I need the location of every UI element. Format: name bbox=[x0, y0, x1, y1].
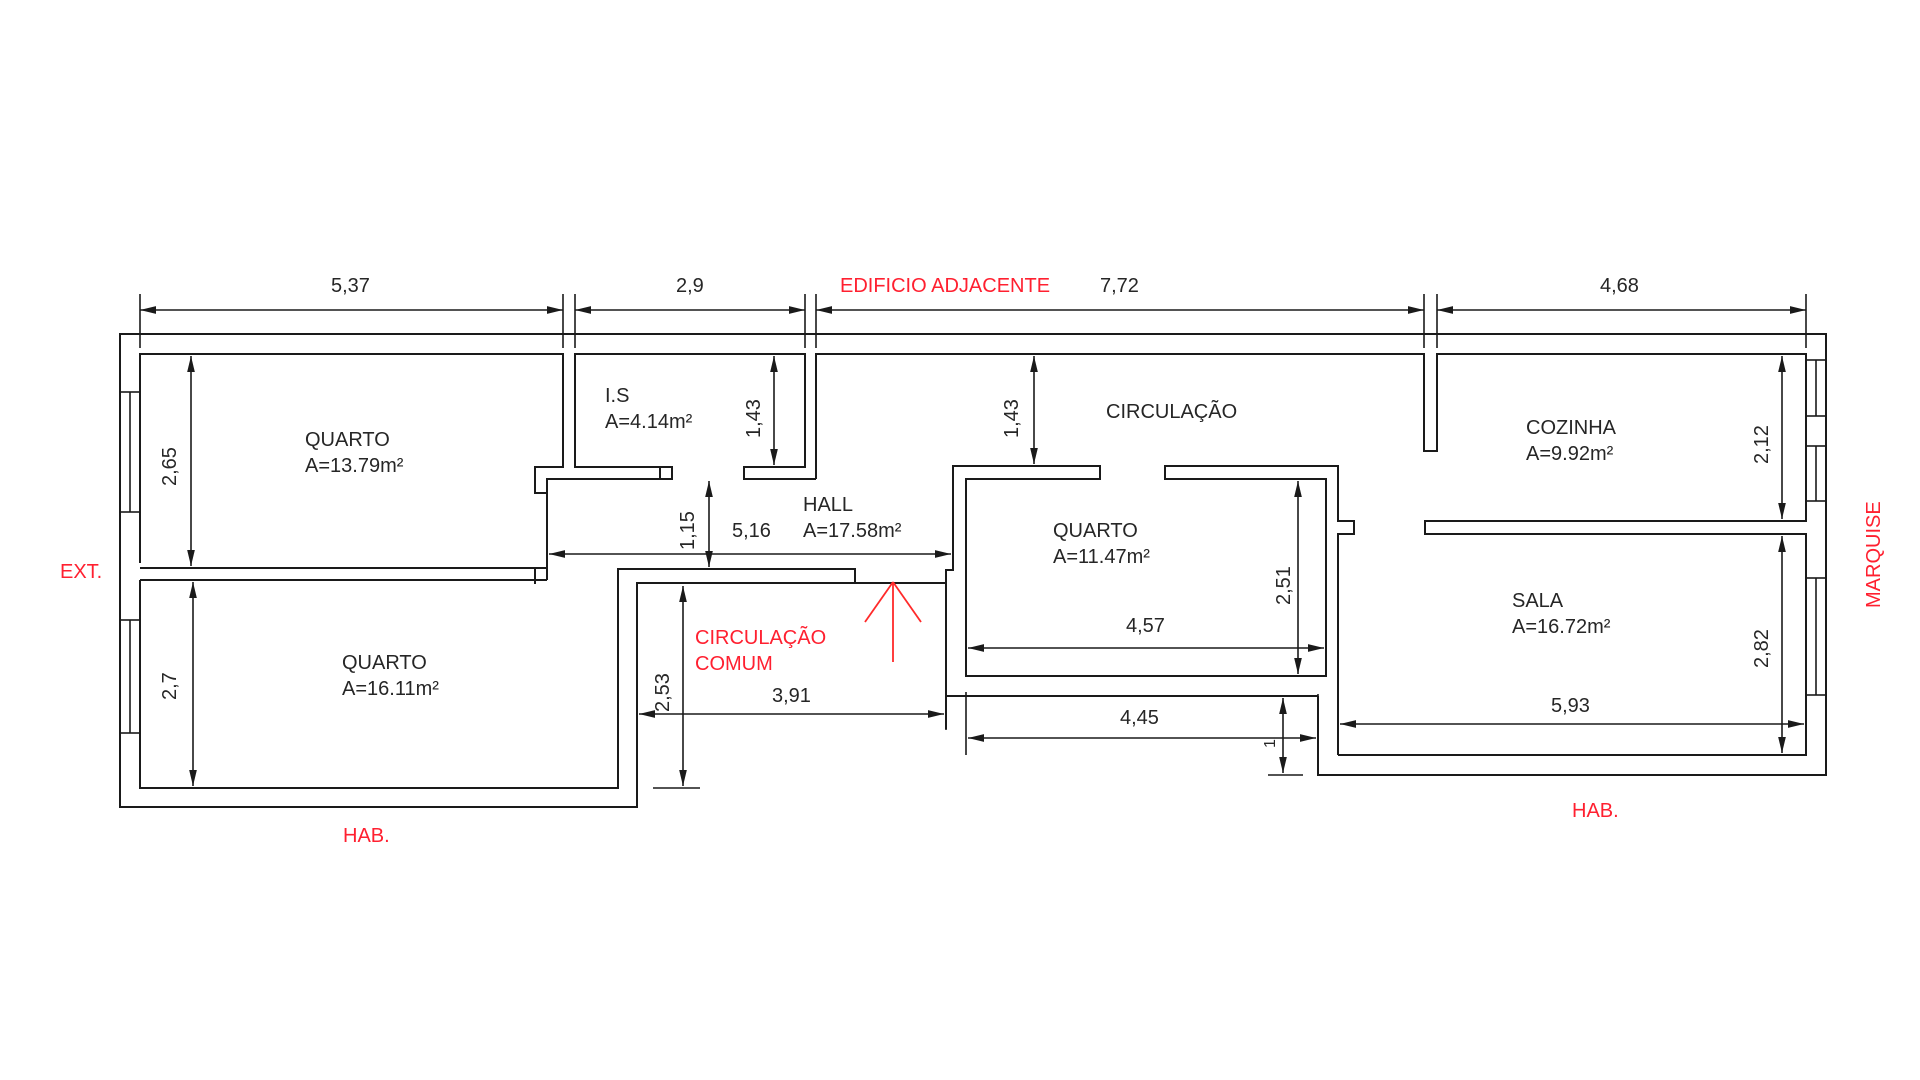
annotation-ext: EXT. bbox=[60, 561, 102, 583]
annotation-marquise: MARQUISE bbox=[1863, 501, 1885, 608]
quarto-1-bottom bbox=[140, 567, 548, 584]
room-name-circulacao: CIRCULAÇÃO bbox=[1106, 399, 1237, 423]
dim-sala-width: 5,93 bbox=[1551, 695, 1590, 717]
room-area-sala: A=16.72m² bbox=[1512, 616, 1611, 638]
annotation-hab-left: HAB. bbox=[343, 825, 390, 847]
quarto-2-walls bbox=[120, 568, 856, 808]
is-bottom-left bbox=[547, 466, 673, 480]
dim-quarto3-height: 2,51 bbox=[1273, 566, 1295, 605]
dim-top-quarto: 5,37 bbox=[331, 275, 370, 297]
dim-hall-height: 1,15 bbox=[677, 511, 699, 550]
dim-sala-height: 2,82 bbox=[1751, 629, 1773, 668]
room-area-quarto-3: A=11.47m² bbox=[1053, 546, 1150, 568]
room-area-hall: A=17.58m² bbox=[803, 520, 902, 542]
dim-quarto1-height: 2,65 bbox=[159, 447, 181, 486]
room-name-quarto-1: QUARTO bbox=[305, 429, 390, 451]
dim-hall-width: 5,16 bbox=[732, 520, 771, 542]
dim-top-is: 2,9 bbox=[676, 275, 704, 297]
dim-quarto3-width: 4,57 bbox=[1126, 615, 1165, 637]
corridor-lower-wall bbox=[945, 570, 1318, 729]
walls bbox=[119, 333, 1827, 808]
dimension-labels: 5,37 2,9 7,72 4,68 2,65 2,7 1,43 1,43 1,… bbox=[159, 275, 1773, 748]
dim-corridor-width: 4,45 bbox=[1120, 707, 1159, 729]
room-area-is: A=4.14m² bbox=[605, 411, 693, 433]
annotations: EDIFICIO ADJACENTE EXT. MARQUISE HAB. HA… bbox=[60, 275, 1885, 847]
hall-right-walls bbox=[855, 465, 1355, 755]
room-name-sala: SALA bbox=[1512, 590, 1564, 612]
annotation-hab-right: HAB. bbox=[1572, 800, 1619, 822]
dim-top-cozinha: 4,68 bbox=[1600, 275, 1639, 297]
dim-cozinha-height: 2,12 bbox=[1751, 425, 1773, 464]
dimension-lines bbox=[139, 294, 1807, 789]
room-name-quarto-2: QUARTO bbox=[342, 652, 427, 674]
room-labels: QUARTO A=13.79m² QUARTO A=16.11m² I.S A=… bbox=[305, 385, 1617, 700]
room-area-cozinha: A=9.92m² bbox=[1526, 443, 1614, 465]
room-name-quarto-3: QUARTO bbox=[1053, 520, 1138, 542]
dim-is-height: 1,43 bbox=[743, 399, 765, 438]
dim-top-circulacao: 7,72 bbox=[1100, 275, 1139, 297]
dim-corridor-step: 1 bbox=[1262, 739, 1279, 748]
outer-wall-top bbox=[119, 333, 1827, 808]
annotation-circulacao-comum-2: COMUM bbox=[695, 653, 773, 675]
annotation-edificio-adjacente: EDIFICIO ADJACENTE bbox=[840, 275, 1050, 297]
room-name-cozinha: COZINHA bbox=[1526, 417, 1617, 439]
room-name-is: I.S bbox=[605, 385, 629, 407]
hall-left-wall bbox=[534, 493, 548, 581]
annotation-circulacao-comum-1: CIRCULAÇÃO bbox=[695, 625, 826, 649]
quarto-1-walls bbox=[139, 353, 816, 563]
dim-quarto2-height: 2,7 bbox=[159, 672, 181, 700]
dim-circulacao-height: 1,43 bbox=[1001, 399, 1023, 438]
arrow-up-icon bbox=[864, 581, 922, 662]
windows bbox=[119, 359, 1827, 734]
room-area-quarto-1: A=13.79m² bbox=[305, 455, 404, 477]
dim-circ-comum-height: 2,53 bbox=[652, 673, 674, 712]
dim-circ-comum-width: 3,91 bbox=[772, 685, 811, 707]
room-area-quarto-2: A=16.11m² bbox=[342, 678, 439, 700]
room-name-hall: HALL bbox=[803, 494, 853, 516]
